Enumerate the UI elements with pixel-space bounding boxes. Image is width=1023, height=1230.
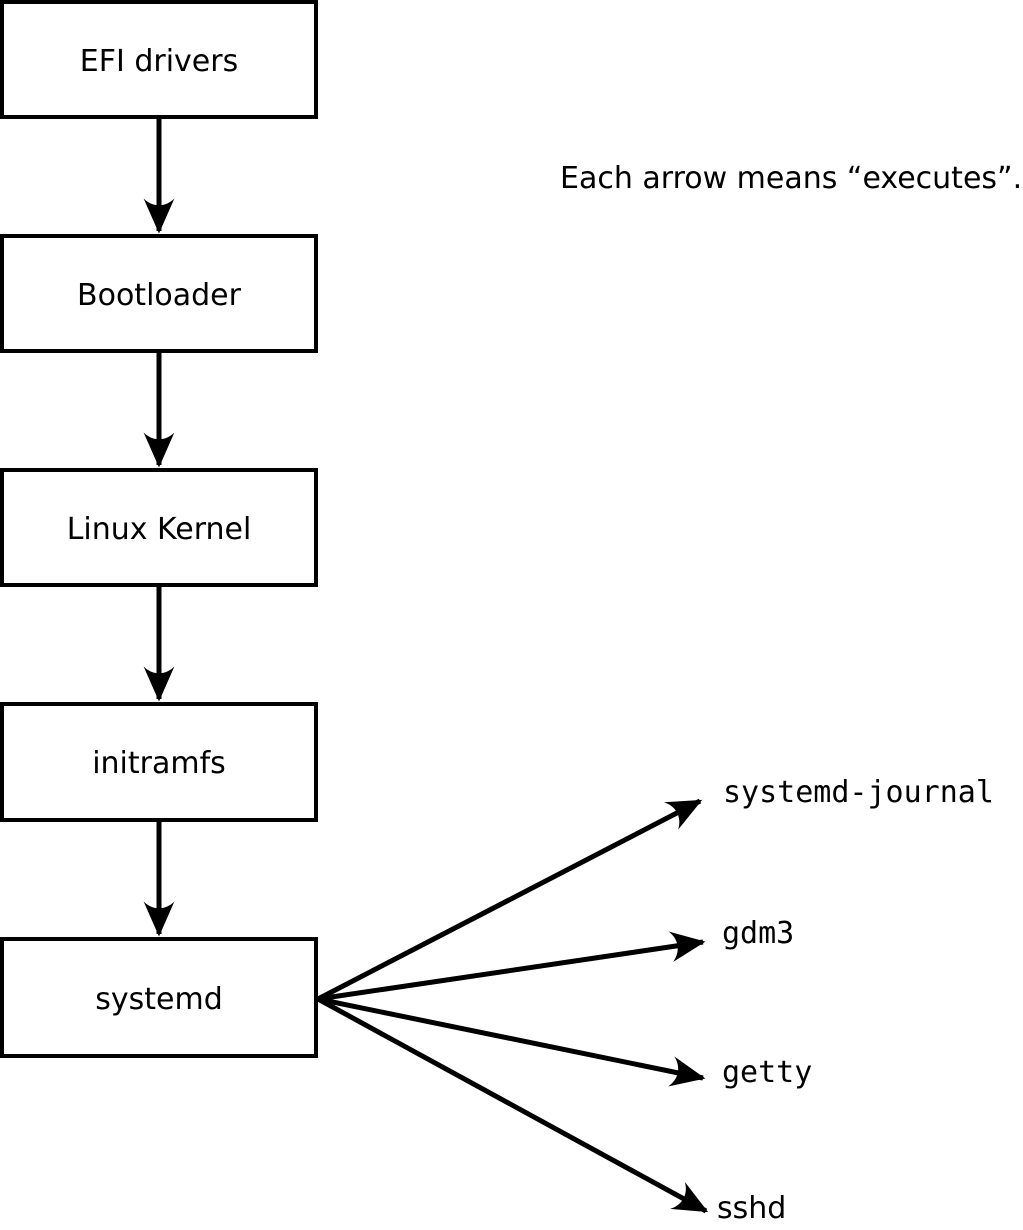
node-systemd-box [0,937,318,1058]
node-systemd-label: systemd [95,982,223,1017]
node-efi-drivers: EFI drivers [0,0,318,119]
node-initramfs-box [0,702,318,822]
arrow-systemd-to-sshd [316,996,709,1214]
arrow-systemd-to-getty [317,996,706,1087]
node-efi-drivers-label: EFI drivers [80,44,238,79]
node-bootloader: Bootloader [0,234,318,353]
node-bootloader-label: Bootloader [77,278,242,313]
leaf-sshd-label: sshd [717,1191,786,1226]
node-initramfs: initramfs [0,702,318,822]
arrow-systemd-to-gdm3 [317,931,706,1002]
node-efi-drivers-box [0,0,318,119]
node-linux-kernel-box [0,468,318,587]
leaf-getty-label: getty [722,1055,812,1090]
arrow-systemd-to-journal [316,798,703,1002]
node-linux-kernel-label: Linux Kernel [67,512,252,547]
node-linux-kernel: Linux Kernel [0,468,318,587]
node-initramfs-label: initramfs [92,746,226,781]
node-bootloader-box [0,234,318,353]
caption-arrow-meaning: Each arrow means “executes”. [560,161,1022,196]
node-systemd: systemd [0,937,318,1058]
leaf-gdm3-label: gdm3 [722,916,794,951]
leaf-systemd-journal-label: systemd-journal [723,775,994,810]
